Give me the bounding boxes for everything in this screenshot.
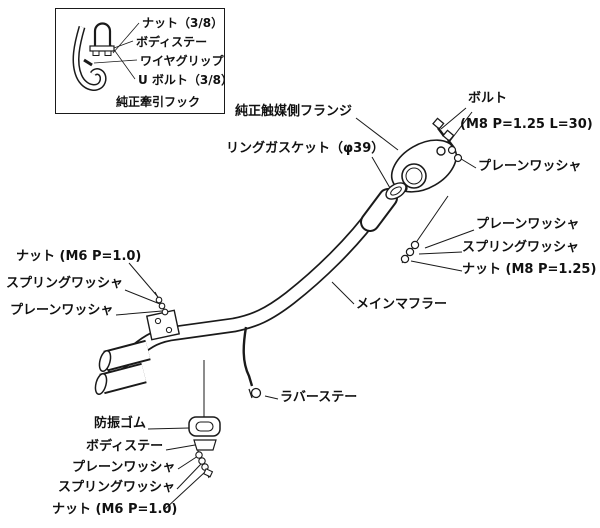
legend-item-nut: ナット（3/8） [142, 16, 224, 30]
ring-gasket-art [385, 182, 407, 200]
label-rubber-stay: ラバーステー [280, 390, 358, 405]
label-spring-washer-right: スプリングワッシャ [462, 240, 580, 255]
towing-hook-art [72, 22, 115, 91]
label-body-stay: ボディステー [86, 439, 164, 454]
label-bolt: ボルト [468, 91, 508, 106]
rubber-stay-rod [242, 326, 262, 399]
legend-item-body-stay: ボディステー [136, 35, 208, 49]
label-nut-bottom: ナット (M6 P=1.0) [52, 502, 178, 517]
muffler-tips [94, 339, 151, 395]
label-vibration-rubber: 防振ゴム [94, 416, 147, 431]
flange-bolts [432, 117, 463, 163]
label-main-muffler: メインマフラー [356, 297, 448, 312]
label-ring-gasket: リングガスケット（φ39） [226, 141, 385, 156]
label-bolt-spec: (M8 P=1.25 L=30) [460, 117, 593, 132]
legend-item-wire-grip: ワイヤグリップ [140, 54, 224, 68]
label-plain-washer-right: プレーンワッシャ [476, 217, 580, 232]
hanger-bracket [145, 296, 181, 341]
label-plain-washer-left: プレーンワッシャ [10, 303, 114, 318]
label-spring-washer-left: スプリングワッシャ [6, 276, 124, 291]
label-nut-left: ナット (M6 P=1.0) [16, 249, 142, 264]
right-hardware-stack [400, 240, 420, 264]
label-plain-washer-bottom: プレーンワッシャ [72, 460, 176, 475]
legend-box: ナット（3/8） ボディステー ワイヤグリップ U ボルト（3/8） 純正牽引フ… [55, 8, 233, 114]
main-muffler-pipe [106, 188, 398, 375]
label-plain-washer-top: プレーンワッシャ [478, 159, 582, 174]
label-nut-right: ナット (M8 P=1.25) [462, 262, 597, 277]
legend-caption-towing-hook: 純正牽引フック [116, 95, 201, 109]
vibration-mount [188, 416, 221, 478]
label-spring-washer-bottom: スプリングワッシャ [58, 480, 176, 495]
legend-item-u-bolt: U ボルト（3/8） [138, 73, 234, 87]
label-catalyst-flange: 純正触媒側フランジ [235, 104, 353, 119]
